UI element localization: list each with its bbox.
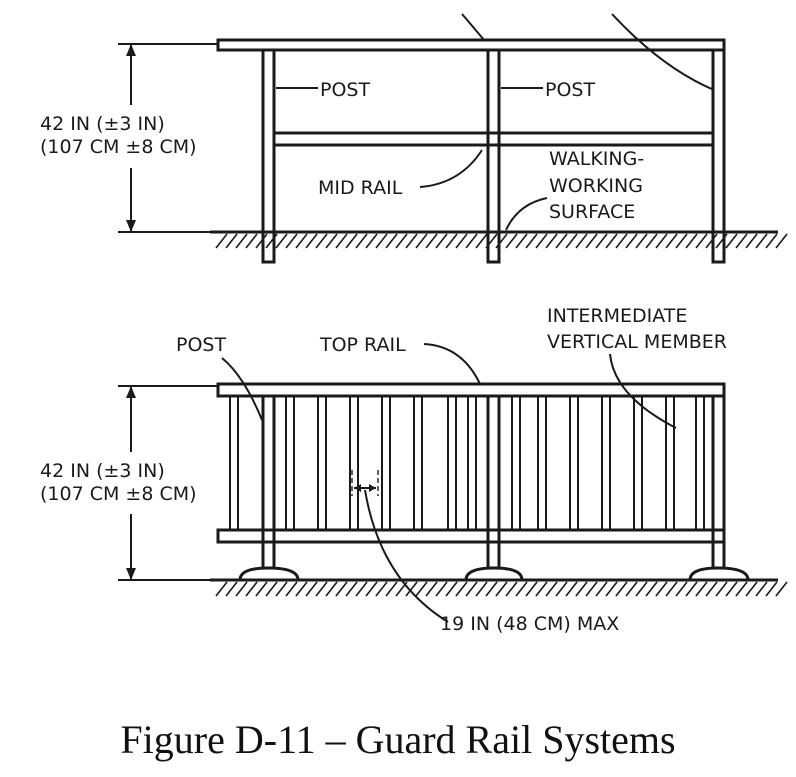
mid-rail-label: MID RAIL — [318, 177, 403, 199]
bottom-ground-line — [210, 578, 788, 597]
top-height-label-line2: (107 CM ±8 CM) — [40, 136, 197, 158]
intermediate-label-line2: VERTICAL MEMBER — [547, 331, 727, 353]
bottom-height-label-line1: 42 IN (±3 IN) — [40, 460, 165, 482]
intermediate-vertical-member — [381, 395, 391, 531]
ground-hatching — [215, 233, 788, 249]
base-plate-middle — [464, 566, 524, 581]
intermediate-label-line1: INTERMEDIATE — [547, 305, 687, 327]
top-post-label-left: POST — [320, 79, 370, 101]
bottom-height-label-line2: (107 CM ±8 CM) — [40, 483, 197, 505]
intermediate-vertical-member — [695, 395, 705, 531]
bottom-height-dimension — [118, 385, 218, 581]
top-ground-line — [210, 230, 788, 249]
intermediate-vertical-member — [569, 395, 579, 531]
intermediate-vertical-member — [467, 395, 477, 531]
intermediate-vertical-member — [349, 395, 359, 531]
surface-label-line1: WALKING- — [549, 148, 644, 170]
ground-hatching — [215, 581, 788, 597]
surface-label-line2: WORKING — [549, 175, 643, 197]
surface-label-line3: SURFACE — [549, 201, 635, 223]
intermediate-vertical-member — [285, 395, 295, 531]
intermediate-vertical-member — [601, 395, 611, 531]
bottom-post-label: POST — [176, 334, 226, 356]
intermediate-vertical-member — [413, 395, 423, 531]
top-rail-label: TOP RAIL — [319, 334, 406, 356]
top-height-dimension — [118, 43, 218, 233]
top-guardrail-figure: 42 IN (±3 IN) (107 CM ±8 CM) POST POST M… — [40, 13, 788, 264]
top-post-label-right: POST — [545, 79, 595, 101]
top-height-label-line1: 42 IN (±3 IN) — [40, 113, 165, 135]
bottom-guardrail-figure: 42 IN (±3 IN) (107 CM ±8 CM) POST TOP RA… — [40, 305, 788, 635]
intermediate-vertical-member — [317, 395, 327, 531]
intermediate-vertical-member — [229, 395, 239, 531]
base-plate-left — [238, 566, 300, 581]
spacing-label: 19 IN (48 CM) MAX — [440, 613, 619, 635]
figure-caption: Figure D-11 – Guard Rail Systems — [120, 717, 676, 762]
intermediate-vertical-member — [537, 395, 547, 531]
post-right — [711, 48, 726, 264]
bottom-top-rail — [216, 382, 726, 398]
intermediate-vertical-member — [447, 395, 457, 531]
intermediate-vertical-member — [511, 395, 521, 531]
intermediate-vertical-member — [665, 395, 675, 531]
post-middle — [486, 48, 501, 264]
bottom-rail — [216, 528, 726, 544]
post-left — [261, 48, 276, 264]
mid-rail — [272, 131, 715, 147]
base-plate-right — [688, 566, 750, 581]
intermediate-vertical-members — [229, 395, 705, 531]
intermediate-vertical-member — [633, 395, 643, 531]
spacing-dimension — [351, 470, 449, 623]
